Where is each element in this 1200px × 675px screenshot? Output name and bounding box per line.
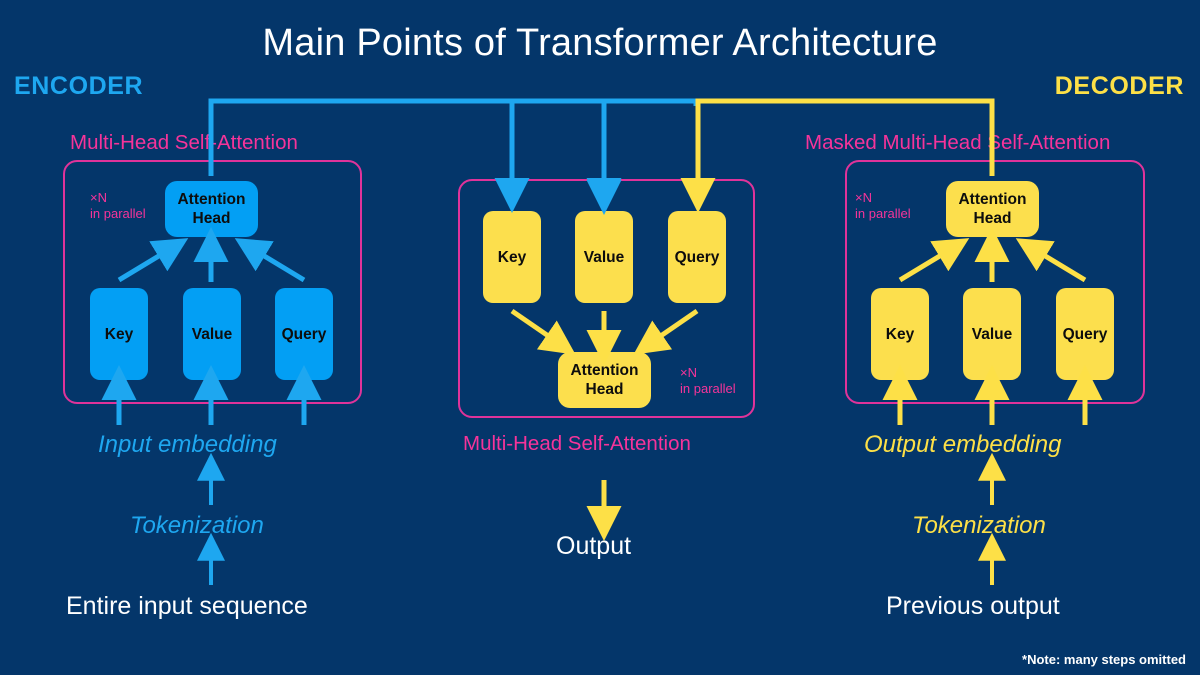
decoder-section-label: DECODER xyxy=(1054,72,1184,100)
decoder-parallel-note-line2: in parallel xyxy=(855,206,911,221)
encoder-source-label: Entire input sequence xyxy=(66,592,308,620)
encoder-attention-head-box[interactable]: Attention Head xyxy=(165,181,258,237)
cross-attention-group-label: Multi-Head Self-Attention xyxy=(463,432,691,455)
encoder-section-label: ENCODER xyxy=(14,72,144,100)
cross-attention-parallel-note: ×N in parallel xyxy=(680,365,736,397)
page-title: Main Points of Transformer Architecture xyxy=(262,22,938,64)
decoder-attention-group-label: Masked Multi-Head Self-Attention xyxy=(805,131,1111,154)
cross-attention-head-line1: Attention xyxy=(570,362,639,379)
decoder-attention-head-line1: Attention xyxy=(958,191,1027,208)
decoder-attention-head-box[interactable]: Attention Head xyxy=(946,181,1039,237)
cross-attention-head-line2: Head xyxy=(585,381,624,398)
cross-attention-output-label: Output xyxy=(556,532,632,560)
encoder-attention-head-line1: Attention xyxy=(177,191,246,208)
encoder-query-box[interactable]: Query xyxy=(275,288,333,380)
cross-attention-parallel-note-line1: ×N xyxy=(680,365,697,380)
decoder-key-box[interactable]: Key xyxy=(871,288,929,380)
encoder-parallel-note: ×N in parallel xyxy=(90,190,146,222)
decoder-tokenization-label: Tokenization xyxy=(912,512,1046,539)
encoder-parallel-note-line1: ×N xyxy=(90,190,107,205)
decoder-value-box[interactable]: Value xyxy=(963,288,1021,380)
encoder-tokenization-label: Tokenization xyxy=(130,512,264,539)
cross-attention-head-box[interactable]: Attention Head xyxy=(558,352,651,408)
cross-attention-value-box[interactable]: Value xyxy=(575,211,633,303)
encoder-attention-head-line2: Head xyxy=(192,210,231,227)
encoder-attention-group-label: Multi-Head Self-Attention xyxy=(70,131,298,154)
decoder-parallel-note-line1: ×N xyxy=(855,190,872,205)
decoder-embedding-label: Output embedding xyxy=(864,431,1062,458)
decoder-source-label: Previous output xyxy=(886,592,1060,620)
decoder-attention-head-line2: Head xyxy=(973,210,1012,227)
encoder-parallel-note-line2: in parallel xyxy=(90,206,146,221)
decoder-parallel-note: ×N in parallel xyxy=(855,190,911,222)
encoder-key-box[interactable]: Key xyxy=(90,288,148,380)
decoder-query-box[interactable]: Query xyxy=(1056,288,1114,380)
encoder-value-box[interactable]: Value xyxy=(183,288,241,380)
cross-attention-query-box[interactable]: Query xyxy=(668,211,726,303)
cross-attention-parallel-note-line2: in parallel xyxy=(680,381,736,396)
encoder-embedding-label: Input embedding xyxy=(98,431,277,458)
footnote: *Note: many steps omitted xyxy=(1022,652,1186,667)
cross-attention-key-box[interactable]: Key xyxy=(483,211,541,303)
decoder-attention-group xyxy=(845,160,1145,404)
